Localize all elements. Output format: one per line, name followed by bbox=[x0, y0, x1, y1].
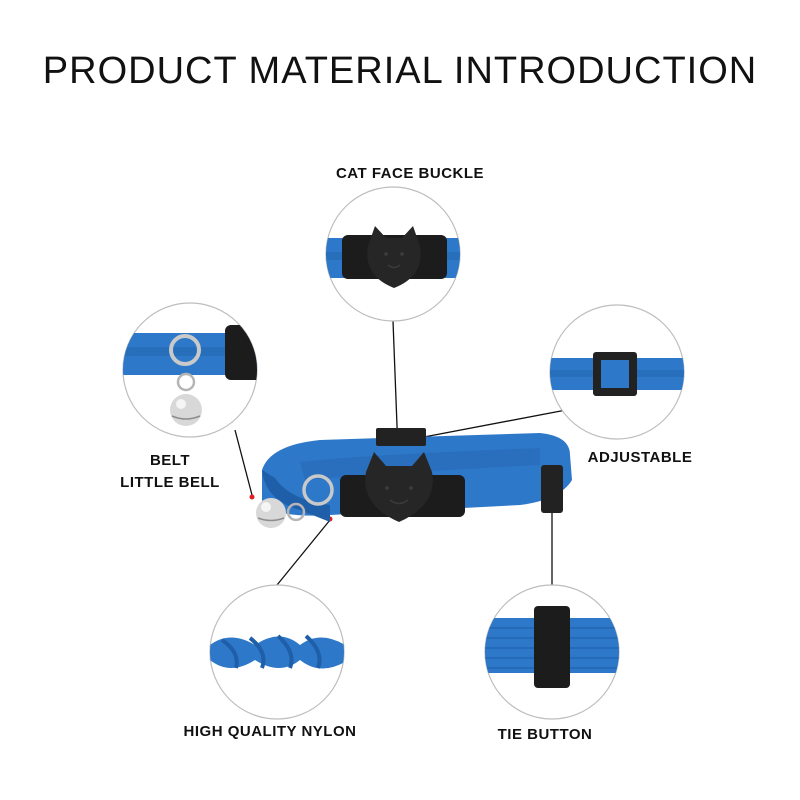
pointer-line-adjustable bbox=[423, 409, 567, 438]
main-collar bbox=[256, 428, 572, 528]
split-ring bbox=[286, 502, 306, 522]
pointer-line-nylon bbox=[276, 519, 331, 586]
label-cat-face-buckle: CAT FACE BUCKLE bbox=[335, 165, 485, 182]
label-little-bell: LITTLE BELL bbox=[120, 474, 220, 491]
label-high-quality-nylon: HIGH QUALITY NYLON bbox=[183, 723, 357, 740]
detail-circle-tie-button bbox=[484, 584, 620, 720]
adjustable-slider bbox=[376, 428, 426, 446]
pointer-line-bell bbox=[234, 429, 253, 496]
label-adjustable: ADJUSTABLE bbox=[587, 449, 693, 466]
bell-icon bbox=[256, 498, 286, 528]
page-title: PRODUCT MATERIAL INTRODUCTION bbox=[42, 50, 758, 92]
tie-button bbox=[541, 465, 563, 513]
detail-circle-cat-buckle bbox=[325, 186, 461, 322]
detail-circle-bell bbox=[122, 302, 258, 438]
detail-circle-adjustable bbox=[549, 304, 685, 440]
cat-face-buckle-icon bbox=[365, 452, 433, 522]
label-belt: BELT bbox=[149, 452, 191, 469]
detail-circle-nylon bbox=[209, 584, 345, 720]
d-ring bbox=[302, 474, 334, 506]
label-tie-button: TIE BUTTON bbox=[497, 726, 593, 743]
